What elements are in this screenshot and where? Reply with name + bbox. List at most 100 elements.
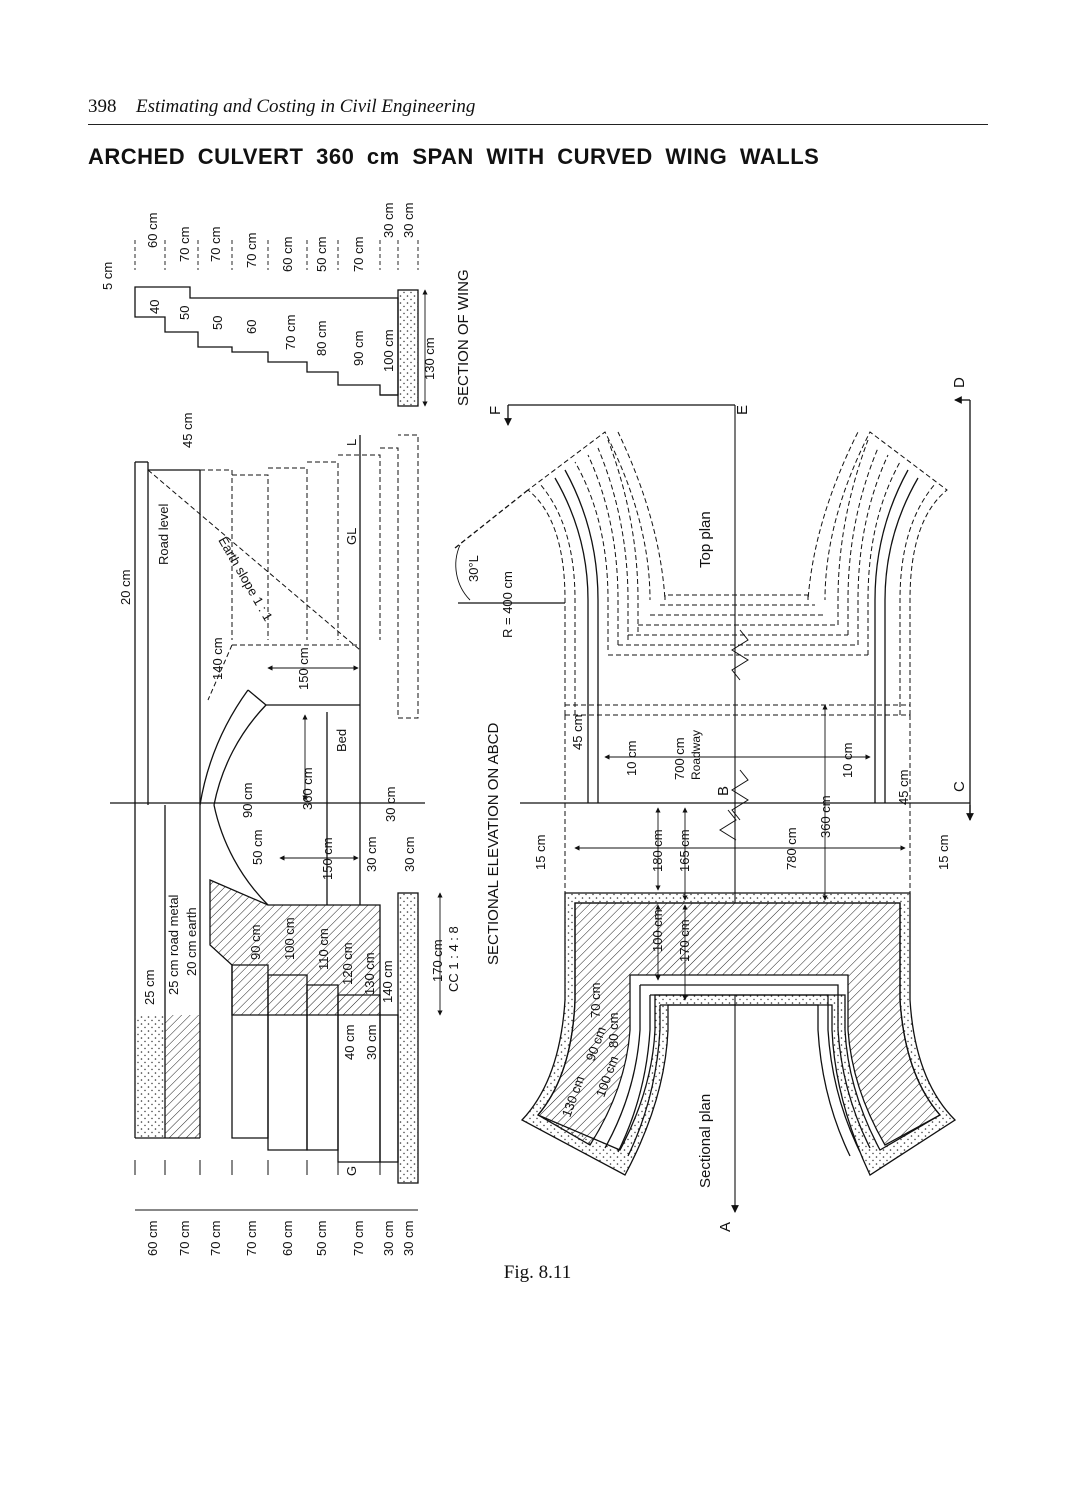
label-d30a: 30 cm — [383, 787, 398, 822]
label-top-plan: Top plan — [697, 511, 714, 568]
label-road-metal: 25 cm road metal — [166, 894, 181, 995]
footing-depth-5: 130 cm — [362, 952, 377, 995]
bottom-width-7: 70 cm — [351, 1221, 366, 1256]
wing-width-4: 70 cm — [244, 233, 259, 268]
label-l: L — [344, 439, 359, 446]
label-d170: 170 cm — [430, 939, 445, 982]
label-d45l: 45 cm — [570, 715, 585, 750]
label-top-offset: 45 cm — [180, 413, 195, 448]
running-header: 398 Estimating and Costing in Civil Engi… — [88, 94, 988, 125]
label-d10r: 10 cm — [840, 743, 855, 778]
label-d150a: 150 cm — [296, 647, 311, 690]
label-d45r: 45 cm — [896, 770, 911, 805]
wing-depth-2: 50 — [177, 306, 192, 320]
wing-depth-3: 50 — [210, 316, 225, 330]
footing-depth-6: 140 cm — [380, 960, 395, 1003]
wing-depth-labels: 40 50 50 60 70 cm 80 cm 90 cm 100 cm 130… — [147, 300, 437, 380]
label-bed: Bed — [334, 729, 349, 752]
label-roadway-text: Roadway — [689, 730, 703, 780]
bottom-width-4: 70 cm — [244, 1221, 259, 1256]
elevation-labels: Road level Earth slope 1 : 1 GL L G Bed … — [118, 413, 461, 1176]
letter-b: B — [715, 786, 732, 796]
label-d30b: 30 cm — [364, 837, 379, 872]
drawing-title: ARCHED CULVERT 360 cm SPAN WITH CURVED W… — [88, 144, 820, 169]
bottom-width-5: 60 cm — [280, 1221, 295, 1256]
wing-depth-7: 90 cm — [351, 331, 366, 366]
footing-depth-4: 120 cm — [340, 942, 355, 985]
label-d40: 40 cm — [342, 1025, 357, 1060]
wing-top-offset: 5 cm — [100, 262, 115, 290]
label-earth: 20 cm earth — [184, 907, 199, 976]
wing-width-3: 70 cm — [208, 227, 223, 262]
label-d140: 140 cm — [210, 637, 225, 680]
wing-width-6: 50 cm — [314, 237, 329, 272]
label-d180: 180 cm — [650, 829, 665, 872]
label-cc: CC 1 : 4 : 8 — [446, 926, 461, 992]
label-d100a: 100 cm — [650, 909, 665, 952]
plan-wing-dim-1: 70 cm — [588, 983, 603, 1018]
label-sectional-elevation: SECTIONAL ELEVATION ON ABCD — [485, 723, 502, 965]
sectional-elevation — [110, 434, 443, 1211]
bottom-width-8: 30 cm — [381, 1221, 396, 1256]
wing-depth-4: 60 — [244, 320, 259, 334]
plan-view — [454, 396, 974, 1213]
bottom-width-3: 70 cm — [208, 1221, 223, 1256]
label-roadway: 700 cm — [672, 737, 687, 780]
label-d165: 165 cm — [677, 829, 692, 872]
wing-width-5: 60 cm — [280, 237, 295, 272]
label-d50: 50 cm — [250, 830, 265, 865]
footing-depth-1: 90 cm — [248, 925, 263, 960]
wing-depth-8: 100 cm — [381, 329, 396, 372]
label-d30c: 30 cm — [402, 837, 417, 872]
wing-depth-1: 40 — [147, 300, 162, 314]
wing-depth-5: 70 cm — [283, 315, 298, 350]
wing-width-1: 60 cm — [145, 213, 160, 248]
label-d90: 90 cm — [240, 783, 255, 818]
label-section-of-wing: SECTION OF WING — [455, 269, 472, 406]
label-radius: R = 400 cm — [500, 571, 515, 638]
label-d15l: 15 cm — [533, 835, 548, 870]
label-d170: 170 cm — [677, 919, 692, 962]
wing-width-7: 70 cm — [351, 237, 366, 272]
letter-a: A — [717, 1222, 734, 1232]
footing-depth-3: 110 cm — [316, 928, 331, 970]
bottom-width-1: 60 cm — [145, 1221, 160, 1256]
wing-width-2: 70 cm — [177, 227, 192, 262]
letter-e: E — [734, 405, 751, 415]
label-wing-top: 25 cm — [142, 970, 157, 1005]
label-gl: GL — [344, 528, 359, 545]
label-angle: 30°L — [466, 555, 481, 582]
letter-d: D — [951, 377, 968, 388]
wing-depth-6: 80 cm — [314, 321, 329, 356]
letter-c: C — [951, 781, 968, 792]
label-road-thickness: 20 cm — [118, 570, 133, 605]
figure-caption: Fig. 8.11 — [503, 1262, 572, 1283]
wing-width-8: 30 cm — [381, 203, 396, 238]
label-d15r: 15 cm — [936, 835, 951, 870]
bottom-width-6: 50 cm — [314, 1221, 329, 1256]
label-d10l: 10 cm — [624, 741, 639, 776]
plan-wing-dim-2: 80 cm — [606, 1013, 621, 1048]
section-of-wing — [134, 240, 428, 407]
label-d30d: 30 cm — [364, 1025, 379, 1060]
elevation-bottom-widths: 60 cm 70 cm 70 cm 70 cm 60 cm 50 cm 70 c… — [145, 1221, 416, 1256]
footing-depth-labels: 90 cm 100 cm 110 cm 120 cm 130 cm 140 cm — [248, 917, 395, 1003]
book-title: Estimating and Costing in Civil Engineer… — [136, 96, 476, 117]
plan-labels: F E D C B A 30°L R = 400 cm Top plan Sec… — [466, 377, 968, 1232]
bottom-width-2: 70 cm — [177, 1221, 192, 1256]
label-span: 360 cm — [300, 767, 315, 810]
bottom-width-9: 30 cm — [401, 1221, 416, 1256]
label-d360: 360 cm — [818, 795, 833, 838]
wing-width-9: 30 cm — [401, 203, 416, 238]
label-sectional-plan: Sectional plan — [697, 1094, 714, 1188]
label-g: G — [344, 1166, 359, 1176]
label-road-level: Road level — [156, 503, 171, 565]
label-d780: 780 cm — [784, 827, 799, 870]
label-d150b: 150 cm — [320, 837, 335, 880]
label-earth-slope: Earth slope 1 : 1 — [215, 534, 275, 623]
letter-f: F — [487, 406, 504, 415]
page-number: 398 — [88, 96, 117, 117]
footing-depth-2: 100 cm — [282, 917, 297, 960]
wing-depth-9: 130 cm — [422, 337, 437, 380]
